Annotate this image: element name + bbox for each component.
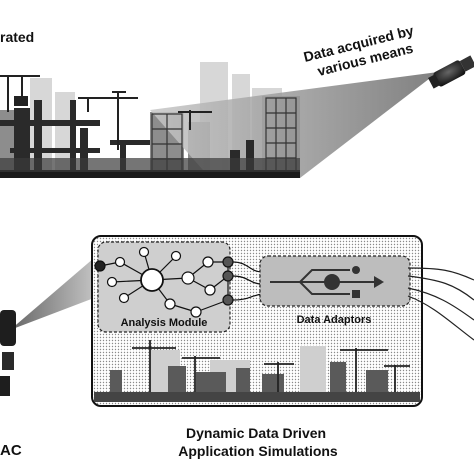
top-left-text: rated bbox=[0, 29, 34, 45]
camera-icon-left bbox=[0, 310, 16, 396]
top-cityscape bbox=[0, 62, 438, 178]
caption: Dynamic Data Driven Application Simulati… bbox=[178, 425, 338, 459]
top-ground bbox=[0, 170, 300, 178]
output-curves bbox=[407, 267, 474, 341]
panel-cityscape bbox=[94, 340, 420, 402]
camera-beam bbox=[150, 72, 438, 178]
camera-beam-left bbox=[10, 258, 94, 330]
camera-icon-top bbox=[427, 55, 474, 89]
analysis-network-graph bbox=[94, 246, 234, 318]
data-adaptors-label: Data Adaptors bbox=[297, 314, 372, 326]
bottom-left-text: AC bbox=[0, 442, 22, 459]
analysis-module-label: Analysis Module bbox=[121, 317, 208, 329]
module-connectors bbox=[232, 261, 263, 301]
usb-icon bbox=[270, 266, 384, 298]
data-source-label: Data acquired by various means bbox=[302, 21, 423, 81]
caption-line1: Dynamic Data Driven bbox=[186, 425, 326, 441]
caption-line2: Application Simulations bbox=[178, 443, 338, 459]
